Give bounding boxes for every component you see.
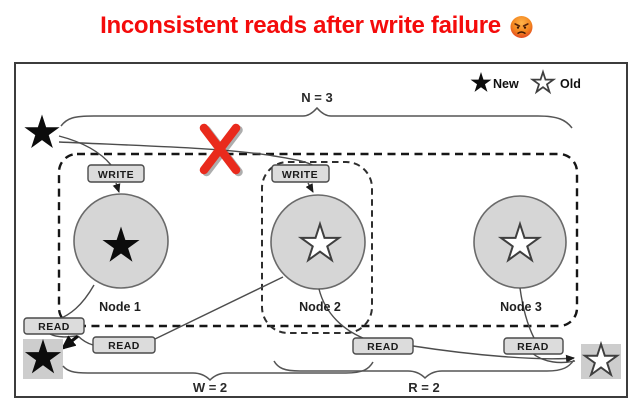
write-failure-x-icon — [199, 123, 243, 177]
write-box-node2-rect — [271, 164, 330, 183]
write-quorum-brace — [62, 361, 374, 382]
read4-return-line — [531, 352, 576, 364]
quorum-diagram: New Old N = 3 — [23, 69, 621, 395]
read-quorum-label: R = 2 — [408, 380, 439, 395]
legend: New Old — [470, 69, 581, 95]
node1-label: Node 1 — [99, 300, 141, 314]
write-failure-x-mark — [199, 123, 241, 175]
read-quorum-brace — [273, 359, 575, 380]
write-box-node1-rect — [87, 164, 145, 183]
read-box-2-label: READ — [108, 340, 140, 352]
read2-return-line — [77, 335, 94, 346]
read2-line-node2 — [154, 276, 284, 340]
angry-face-emoji — [510, 15, 533, 38]
title-text: Inconsistent reads after write failure — [100, 12, 501, 39]
node3-label: Node 3 — [500, 300, 542, 314]
replicas-brace — [60, 106, 573, 129]
read-result — [581, 340, 621, 379]
write-arrow-node2 — [305, 182, 314, 193]
read-box-4-rect — [503, 337, 564, 355]
read-box-1-label: READ — [38, 321, 70, 333]
read-box-2-rect — [92, 336, 156, 354]
legend-old-label: Old — [560, 77, 581, 91]
write-line-to-node2 — [58, 141, 315, 167]
client-new-value-star-icon — [24, 114, 60, 148]
node2-dashed-box — [261, 161, 373, 334]
node2-old-star-icon — [297, 220, 343, 263]
write-box-node2-label: WRITE — [282, 169, 318, 181]
legend-new-label: New — [493, 77, 519, 91]
read-line-node2 — [318, 288, 369, 341]
replicas-label: N = 3 — [301, 90, 332, 105]
write-result-new-star-icon — [24, 339, 62, 374]
read-box-3-rect — [352, 337, 414, 355]
new-value-result-arrow — [60, 334, 79, 350]
write-box-node1-label: WRITE — [98, 169, 134, 181]
read-line-node3 — [519, 287, 535, 339]
write-quorum-label: W = 2 — [193, 380, 227, 395]
write-arrow-node1 — [112, 182, 121, 193]
write-line-to-node1 — [58, 135, 112, 166]
read-box-4: READ — [503, 337, 564, 355]
write-box-node2: WRITE — [271, 164, 330, 183]
diagram-frame: New Old N = 3 — [14, 62, 628, 398]
node3-old-star-icon — [497, 220, 543, 263]
read-box-2: READ — [92, 336, 156, 354]
legend-new-star-icon — [470, 72, 492, 92]
node2-label: Node 2 — [299, 300, 341, 314]
write-box-node1: WRITE — [87, 164, 145, 183]
read-box-4-label: READ — [517, 341, 549, 353]
read-box-1: READ — [23, 317, 85, 335]
write-result — [23, 339, 63, 379]
legend-old-star-icon — [529, 69, 557, 95]
read-box-3: READ — [352, 337, 414, 355]
slide-title: Inconsistent reads after write failure — [0, 6, 635, 46]
node1-new-star-icon — [102, 226, 140, 262]
old-value-result-arrow — [412, 345, 575, 363]
read-box-3-label: READ — [367, 341, 399, 353]
read-line-node1 — [56, 284, 95, 321]
read-result-old-star-icon — [581, 340, 621, 378]
read-box-1-rect — [23, 317, 85, 335]
